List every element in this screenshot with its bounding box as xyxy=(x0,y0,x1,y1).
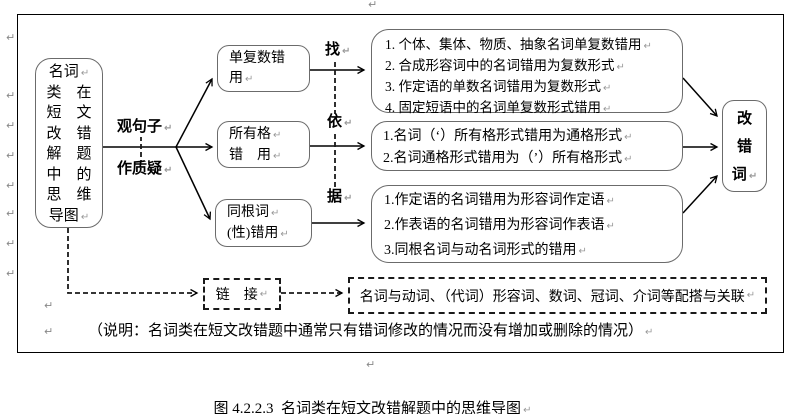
topic-line: 导图↵ xyxy=(48,207,90,224)
figure-caption: 图 4.2.2.3 名词类在短文改错解题中的思维导图↵ xyxy=(213,401,532,414)
paragraph-mark: ↵ xyxy=(366,358,376,371)
paragraph-mark: ↵ xyxy=(643,41,652,52)
paragraph-mark: ↵ xyxy=(344,193,353,204)
dashed-connectors xyxy=(67,62,344,298)
paragraph-mark: ↵ xyxy=(624,154,633,165)
paragraph-mark: ↵ xyxy=(6,179,16,192)
paragraph-mark: ↵ xyxy=(616,62,625,73)
paragraph-mark: ↵ xyxy=(368,0,378,11)
paragraph-mark: ↵ xyxy=(578,246,587,257)
paragraph-mark: ↵ xyxy=(6,31,16,44)
topic-line: 短 文 xyxy=(46,105,92,121)
error-type-box-cognate: 同根词↵ (性)错用↵ xyxy=(215,199,312,247)
topic-line: 改 错 xyxy=(46,125,92,142)
topic-line: 中 的 xyxy=(46,166,92,183)
detail-box-singular-plural: 1. 个体、集体、物质、抽象名词单复数错用↵ 2. 合成形容词中的名词错用为复数… xyxy=(371,29,683,115)
paragraph-mark: ↵ xyxy=(273,130,282,141)
paragraph-mark: ↵ xyxy=(80,68,90,79)
detail-box-cognate: 1.作定语的名词错用为形容词作定语↵ 2.作表语的名词错用为形容词作表语↵ 3.… xyxy=(371,185,683,263)
paragraph-mark: ↵ xyxy=(6,207,16,220)
correction-result-box: 改 错 词↵ xyxy=(722,100,767,192)
seek-basis-label-rely: 依↵ xyxy=(326,114,354,132)
solid-arrows xyxy=(103,65,719,228)
paragraph-mark: ↵ xyxy=(344,118,353,129)
paragraph-mark: ↵ xyxy=(80,211,90,223)
detail-item: 2.作表语的名词错用为形容词作表语↵ xyxy=(384,218,615,233)
paragraph-mark: ↵ xyxy=(603,83,612,94)
paragraph-mark: ↵ xyxy=(746,290,756,301)
paragraph-mark: ↵ xyxy=(44,325,54,338)
paragraph-mark: ↵ xyxy=(645,327,654,338)
detail-item: 4. 固定短语中的名词单复数形式错用↵ xyxy=(385,100,612,115)
central-topic-box: 名词↵ 类 在 短 文 改 错 解 题 中 的 思 维 导图↵ xyxy=(35,58,103,228)
link-target-box: 名词与动词、（代词）形容词、数词、冠词、介词等配搭与关联↵ xyxy=(348,277,767,314)
label-observe-sentences: 观句子↵ xyxy=(116,119,174,137)
paragraph-mark: ↵ xyxy=(624,132,633,143)
topic-line: 名词↵ xyxy=(48,64,90,80)
paragraph-mark: ↵ xyxy=(606,196,615,207)
paragraph-mark: ↵ xyxy=(748,171,758,182)
paragraph-mark: ↵ xyxy=(164,165,173,176)
detail-item: 3. 作定语的单数名词错用为复数形式↵ xyxy=(385,79,612,94)
detail-item: 2.名词通格形式错用为（’）所有格形式↵ xyxy=(383,151,633,166)
detail-box-possessive: 1.名词（‘）所有格形式错用为通格形式↵ 2.名词通格形式错用为（’）所有格形式… xyxy=(371,121,683,171)
paragraph-mark: ↵ xyxy=(6,237,16,250)
paragraph-mark: ↵ xyxy=(6,149,16,162)
link-box: 链 接↵ xyxy=(203,278,281,310)
error-type-box-possessive: 所有格↵ 错 用↵ xyxy=(217,121,310,168)
paragraph-mark: ↵ xyxy=(44,299,54,312)
paragraph-mark: ↵ xyxy=(271,208,280,219)
detail-item: 3.同根名词与动名词形式的错用↵ xyxy=(384,243,587,258)
paragraph-mark: ↵ xyxy=(273,151,282,162)
paragraph-mark: ↵ xyxy=(259,288,269,300)
paragraph-mark: ↵ xyxy=(342,46,351,57)
detail-item: 1.名词（‘）所有格形式错用为通格形式↵ xyxy=(383,129,633,144)
error-type-box-singular-plural: 单复数错 用↵ xyxy=(217,45,310,92)
detail-item: 1. 个体、集体、物质、抽象名词单复数错用↵ xyxy=(385,37,652,52)
label-raise-questions: 作质疑↵ xyxy=(116,161,174,179)
note-text: （说明：名词类在短文改错题中通常只有错词修改的情况而没有增加或删除的情况）↵ xyxy=(88,323,654,339)
seek-basis-label-basis: 据↵ xyxy=(326,189,354,207)
topic-line: 解 题 xyxy=(46,146,92,162)
paragraph-mark: ↵ xyxy=(6,89,16,102)
seek-basis-label-find: 找↵ xyxy=(324,42,352,60)
paragraph-mark: ↵ xyxy=(606,221,615,232)
topic-line: 类 在 xyxy=(46,84,92,101)
paragraph-mark: ↵ xyxy=(6,267,16,280)
paragraph-mark: ↵ xyxy=(603,104,612,115)
paragraph-mark: ↵ xyxy=(245,74,254,85)
detail-item: 1.作定语的名词错用为形容词作定语↵ xyxy=(384,193,615,208)
paragraph-mark: ↵ xyxy=(523,405,532,414)
paragraph-mark: ↵ xyxy=(164,123,173,134)
paragraph-mark: ↵ xyxy=(280,229,289,240)
paragraph-mark: ↵ xyxy=(6,119,16,132)
detail-item: 2. 合成形容词中的名词错用为复数形式↵ xyxy=(385,58,625,73)
topic-line: 思 维 xyxy=(46,187,92,203)
